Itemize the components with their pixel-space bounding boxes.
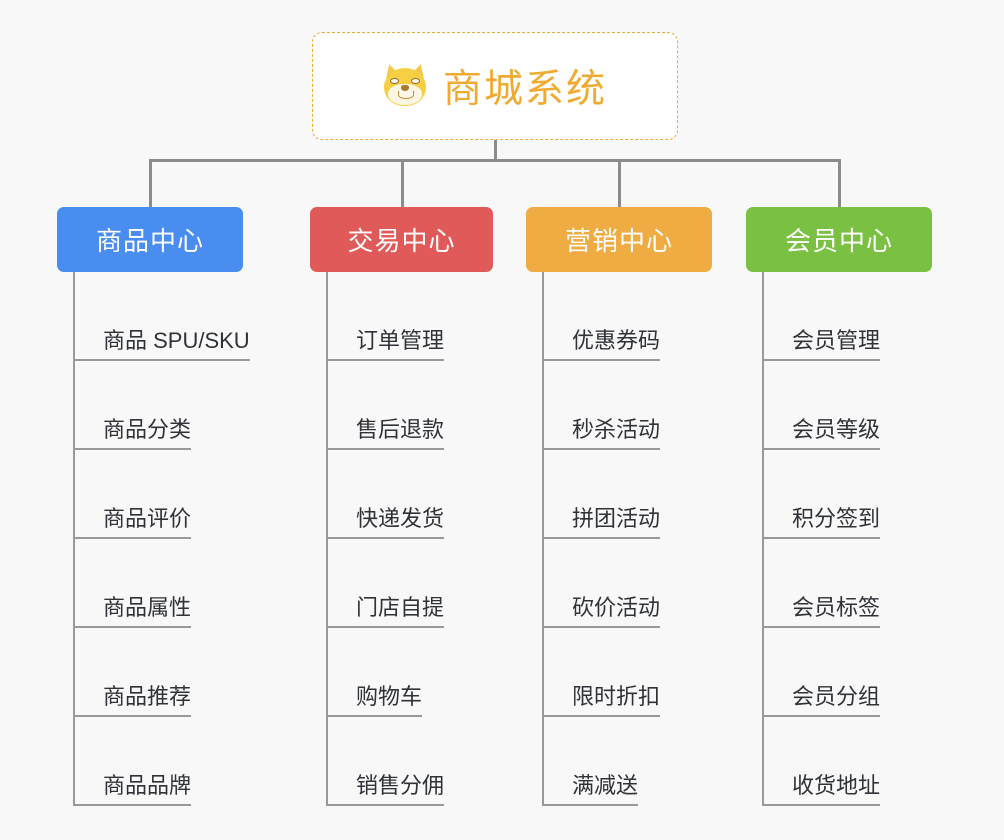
branch-item[interactable]: 会员管理 xyxy=(762,272,881,361)
category-title: 商品中心 xyxy=(95,226,204,256)
branch-item-label: 订单管理 xyxy=(326,328,445,361)
branch-spine xyxy=(73,272,75,806)
category-header-1[interactable]: 商品中心 xyxy=(57,207,243,272)
branch-item[interactable]: 优惠券码 xyxy=(542,272,661,361)
branch-item[interactable]: 砍价活动 xyxy=(542,539,661,628)
branch-item[interactable]: 会员标签 xyxy=(762,539,881,628)
shiba-dog-icon xyxy=(382,62,429,109)
branch-item-label: 商品评价 xyxy=(73,506,192,539)
branch-item-label: 收货地址 xyxy=(762,773,881,806)
branch-item-label: 购物车 xyxy=(326,684,423,717)
branch-item-label: 快递发货 xyxy=(326,506,445,539)
branch-item[interactable]: 收货地址 xyxy=(762,717,881,806)
branch-item[interactable]: 会员等级 xyxy=(762,361,881,450)
branch-item-label: 拼团活动 xyxy=(542,506,661,539)
branch-item[interactable]: 商品评价 xyxy=(73,450,192,539)
category-header-2[interactable]: 交易中心 xyxy=(310,207,493,272)
branch-item[interactable]: 快递发货 xyxy=(326,450,445,539)
root-node[interactable]: 商城系统 xyxy=(312,32,678,140)
branch-item-label: 积分签到 xyxy=(762,506,881,539)
branch-item[interactable]: 商品 SPU/SKU xyxy=(73,272,250,361)
branch-item-label: 商品品牌 xyxy=(73,773,192,806)
connector-drop-2 xyxy=(400,159,404,207)
root-title: 商城系统 xyxy=(442,68,607,111)
branch-item[interactable]: 秒杀活动 xyxy=(542,361,661,450)
branch-spine xyxy=(762,272,764,806)
branch-item-label: 销售分佣 xyxy=(326,773,445,806)
connector-drop-1 xyxy=(149,159,152,207)
category-title: 会员中心 xyxy=(784,226,893,256)
connector-root-stem xyxy=(494,140,497,161)
branch-item[interactable]: 售后退款 xyxy=(326,361,445,450)
connector-drop-3 xyxy=(618,159,621,207)
branch-item[interactable]: 积分签到 xyxy=(762,450,881,539)
branch-item[interactable]: 销售分佣 xyxy=(326,717,445,806)
branch-item-label: 售后退款 xyxy=(326,417,445,450)
branch-item[interactable]: 订单管理 xyxy=(326,272,445,361)
branch-item[interactable]: 会员分组 xyxy=(762,628,881,717)
branch-item-label: 门店自提 xyxy=(326,595,445,628)
branch-item-label: 满减送 xyxy=(542,773,639,806)
branch-item[interactable]: 门店自提 xyxy=(326,539,445,628)
category-title: 交易中心 xyxy=(347,226,456,256)
branch-spine xyxy=(542,272,544,806)
branch-item-label: 会员分组 xyxy=(762,684,881,717)
branch-item[interactable]: 商品分类 xyxy=(73,361,192,450)
branch-item[interactable]: 商品属性 xyxy=(73,539,192,628)
branch-item-label: 会员等级 xyxy=(762,417,881,450)
category-header-3[interactable]: 营销中心 xyxy=(526,207,712,272)
branch-item-label: 商品分类 xyxy=(73,417,192,450)
branch-item-label: 限时折扣 xyxy=(542,684,661,717)
branch-item-label: 砍价活动 xyxy=(542,595,661,628)
branch-item[interactable]: 满减送 xyxy=(542,717,639,806)
branch-item-label: 商品推荐 xyxy=(73,684,192,717)
connector-horizontal-bus xyxy=(150,159,839,162)
branch-item-label: 秒杀活动 xyxy=(542,417,661,450)
branch-item[interactable]: 拼团活动 xyxy=(542,450,661,539)
branch-item[interactable]: 商品品牌 xyxy=(73,717,192,806)
category-title: 营销中心 xyxy=(564,226,673,256)
branch-item[interactable]: 商品推荐 xyxy=(73,628,192,717)
branch-item-label: 商品 SPU/SKU xyxy=(73,328,250,361)
category-header-4[interactable]: 会员中心 xyxy=(746,207,932,272)
branch-spine xyxy=(326,272,328,806)
branch-item-label: 会员标签 xyxy=(762,595,881,628)
connector-drop-4 xyxy=(838,159,841,207)
branch-item-label: 商品属性 xyxy=(73,595,192,628)
branch-item-label: 会员管理 xyxy=(762,328,881,361)
branch-item-label: 优惠券码 xyxy=(542,328,661,361)
branch-item[interactable]: 限时折扣 xyxy=(542,628,661,717)
branch-item[interactable]: 购物车 xyxy=(326,628,423,717)
